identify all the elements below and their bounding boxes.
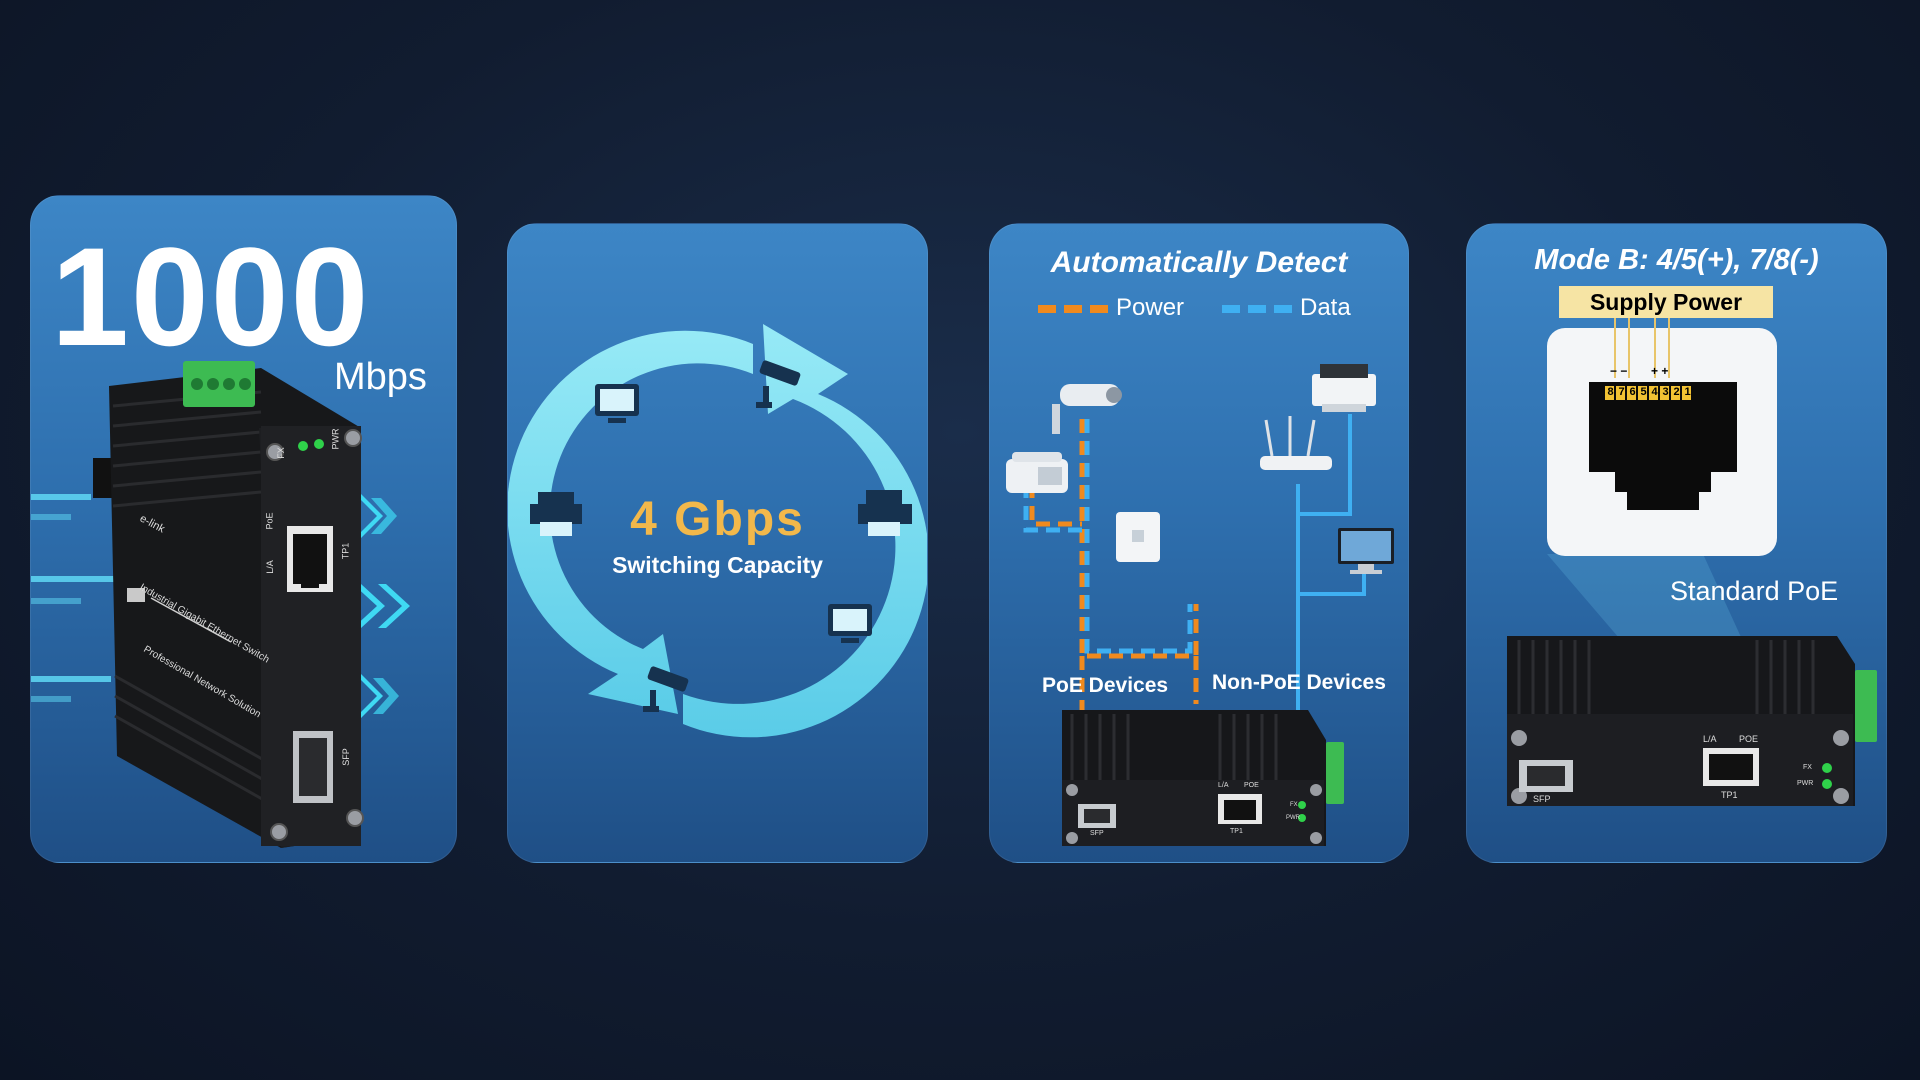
pin-label: 1 (1684, 386, 1691, 398)
switch-illustration (31, 361, 410, 848)
pin-label: 3 (1662, 386, 1669, 398)
detect-card: Automatically Detect Power Data (989, 223, 1409, 863)
mode-card: Mode B: 4/5(+), 7/8(-) Supply Power (1466, 223, 1887, 863)
fx-led-label: FX (1803, 764, 1812, 771)
detect-title: Automatically Detect (1050, 246, 1348, 279)
mode-title: Mode B: 4/5(+), 7/8(-) (1534, 244, 1819, 276)
fx-led-label: FX (275, 447, 286, 459)
pin-label: 7 (1618, 386, 1625, 398)
cycle-arrows-graphic (508, 324, 927, 738)
monitor-icon (828, 604, 872, 643)
rj45-diagram (1507, 318, 1877, 806)
switch-device (1062, 710, 1344, 846)
ip-camera-icon (1052, 384, 1122, 434)
supply-power-label: Supply Power (1559, 286, 1773, 318)
data-legend: Data (1222, 294, 1351, 322)
pwr-led-label: PWR (330, 428, 341, 450)
monitor-icon (595, 384, 639, 423)
capacity-value: 4 Gbps (630, 493, 805, 546)
capacity-label: Switching Capacity (612, 552, 823, 578)
standard-poe-label: Standard PoE (1670, 576, 1839, 606)
printer-icon (1312, 364, 1376, 412)
camera-icon (643, 666, 689, 712)
pin-label: 5 (1640, 386, 1647, 398)
sfp-port-label: SFP (340, 748, 351, 766)
poe-led-label: PoE (264, 512, 275, 530)
fx-led (298, 441, 308, 451)
pin-label: 2 (1673, 386, 1680, 398)
poe-led-label: POE (1244, 782, 1259, 789)
capacity-card: 4 Gbps Switching Capacity (507, 223, 928, 863)
pin-label: 8 (1607, 386, 1614, 398)
wireless-ap-icon (1116, 512, 1160, 562)
fx-led-label: FX (1290, 802, 1298, 808)
computer-monitor-icon (1338, 528, 1394, 574)
pin-label: 6 (1629, 386, 1636, 398)
switch-device (1507, 636, 1877, 806)
tp1-port-label: TP1 (1721, 790, 1738, 800)
pwr-led-label: PWR (1286, 815, 1300, 821)
router-icon (1260, 416, 1332, 470)
poe-devices-label: PoE Devices (1042, 674, 1169, 697)
non-poe-devices-label: Non-PoE Devices (1212, 671, 1386, 694)
la-led-label: L/A (264, 560, 275, 574)
pin-plus-label: + + (1651, 364, 1669, 378)
poe-led-label: POE (1739, 734, 1759, 744)
camera-icon (756, 360, 801, 408)
rj45-pin-numbers: 8 7 6 5 4 3 2 1 (1605, 386, 1704, 398)
printer-icon (530, 492, 582, 536)
sfp-port-label: SFP (1090, 830, 1104, 837)
pin-minus-label: − − (1610, 364, 1628, 378)
printer-icon (858, 490, 912, 536)
tp1-port-label: TP1 (1230, 828, 1243, 835)
tp1-port-label: TP1 (340, 542, 351, 560)
la-led-label: L/A (1218, 782, 1229, 789)
speed-value: 1000 (51, 218, 371, 375)
pwr-led-label: PWR (1797, 780, 1814, 787)
la-led-label: L/A (1703, 734, 1717, 744)
ip-phone-icon (1006, 452, 1068, 493)
topology-diagram (1006, 364, 1394, 846)
pwr-led (314, 439, 324, 449)
speed-card: 1000 Mbps e-link Industrial Gigabit Ethe… (30, 195, 457, 863)
speed-unit: Mbps (334, 356, 427, 398)
sfp-port-label: SFP (1533, 794, 1551, 804)
power-legend: Power (1038, 294, 1184, 322)
data-legend-label: Data (1300, 294, 1351, 321)
power-legend-label: Power (1116, 294, 1185, 321)
pin-label: 4 (1651, 386, 1658, 398)
